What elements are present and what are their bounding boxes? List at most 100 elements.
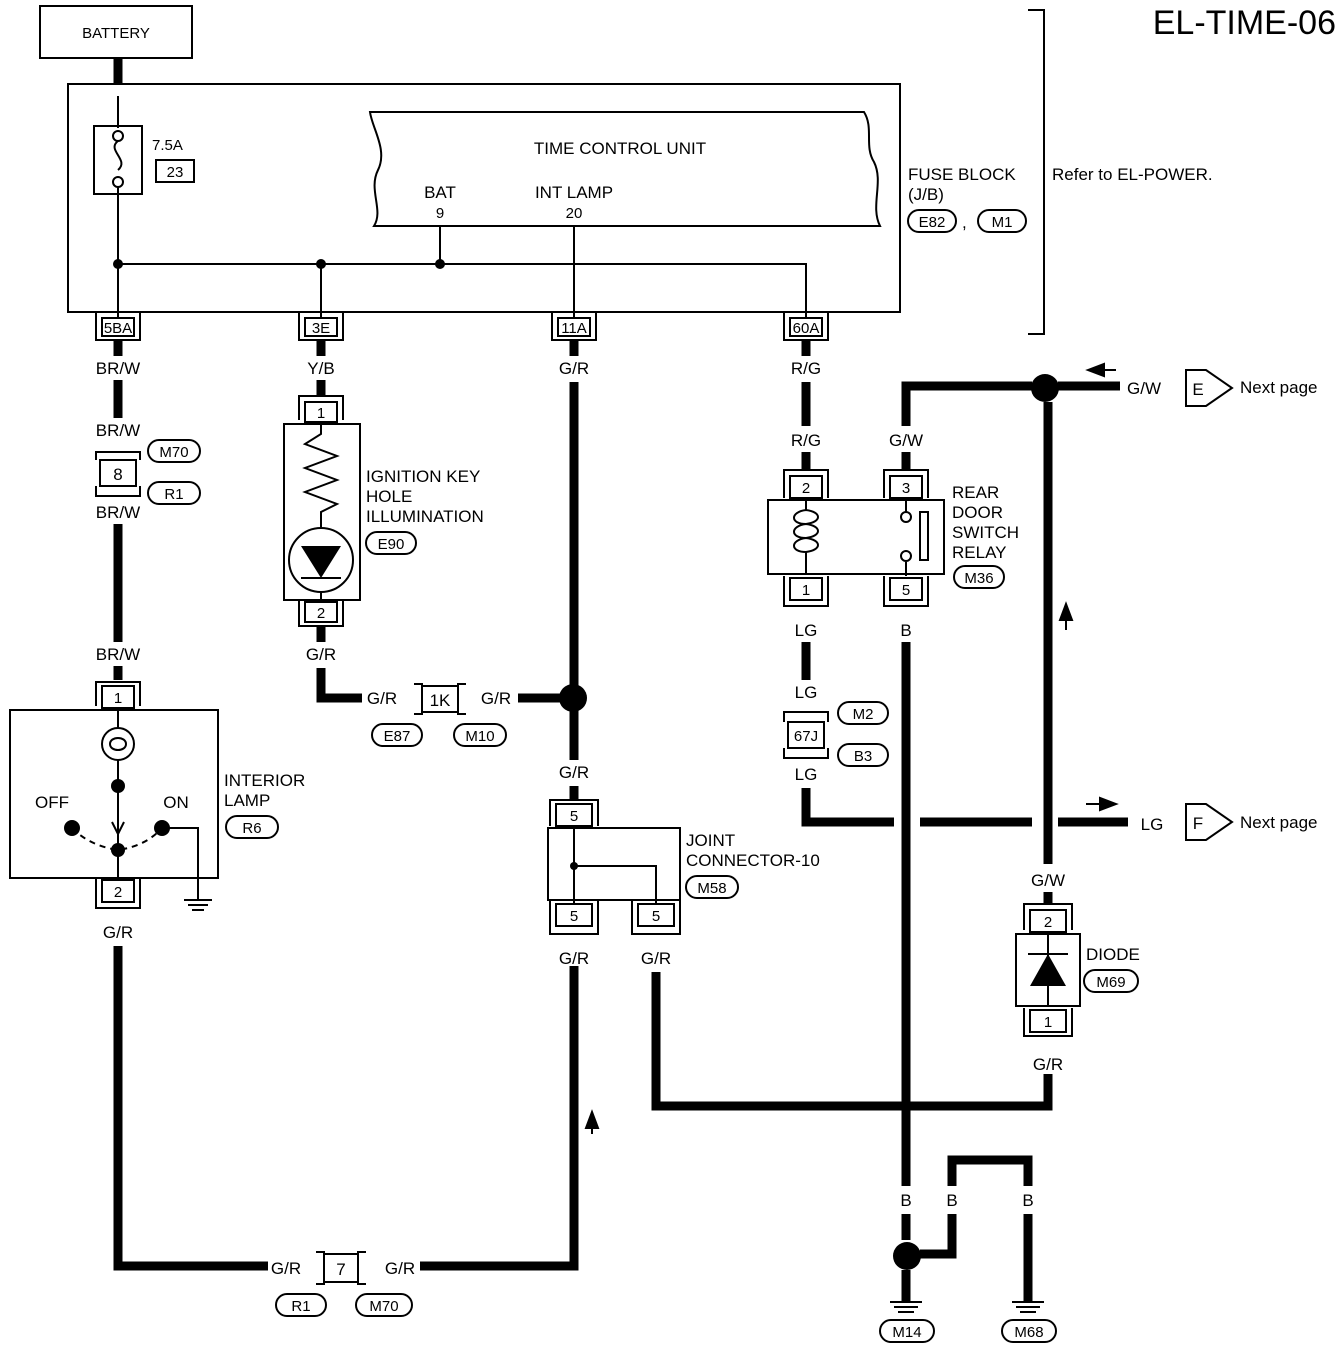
splice-b [893, 1242, 921, 1270]
interior-lamp-label1: INTERIOR [224, 771, 305, 790]
joint-label1: JOINT [686, 831, 735, 850]
splice-gw [1031, 374, 1059, 402]
bus-splice-2 [316, 259, 326, 269]
wire-label-lg-f: LG [1141, 815, 1164, 834]
joint-conn: M58 [697, 880, 726, 897]
svg-text:2: 2 [114, 884, 122, 901]
svg-text:2: 2 [802, 480, 810, 497]
wire-label-rg-1: R/G [791, 359, 821, 378]
refer-el-power: Refer to EL-POWER. [1052, 165, 1213, 184]
flow-arrow-up-1 [584, 1109, 600, 1134]
wire-label-gw-e: G/W [1127, 379, 1161, 398]
wire-label-gr-1ka: G/R [367, 689, 397, 708]
svg-text:3E: 3E [312, 320, 330, 337]
svg-text:67J: 67J [794, 728, 818, 745]
rear-door-switch-relay: 2 3 1 5 [767, 469, 945, 607]
ground-m68-icon [1012, 1301, 1044, 1313]
wire-label-brw-2: BR/W [96, 421, 140, 440]
fuse-block-sep: , [962, 213, 967, 232]
wire-label-b-3: B [1022, 1191, 1033, 1210]
next-page-f: Next page [1240, 813, 1318, 832]
fuse-terminal-bottom [112, 176, 124, 188]
wire-label-lg-1: LG [795, 621, 818, 640]
internal-bus [117, 187, 807, 318]
wire-label-lg-2: LG [795, 683, 818, 702]
battery: BATTERY [39, 5, 193, 59]
wire-label-gr-joint-out1: G/R [559, 949, 589, 968]
svg-text:1K: 1K [430, 691, 451, 710]
diode-m69: 2 1 [1015, 903, 1081, 1037]
joint-label2: CONNECTOR-10 [686, 851, 820, 870]
wire-b-to-splice [901, 1214, 957, 1259]
relay-coil [793, 500, 819, 574]
next-page-e-connector: E [1185, 369, 1234, 407]
wire-gr-ign-2 [316, 668, 362, 703]
wire-label-gr-1kb: G/R [481, 689, 511, 708]
wire-label-b-relay: B [900, 621, 911, 640]
wire-label-b-1: B [900, 1191, 911, 1210]
svg-text:1: 1 [317, 405, 325, 422]
wire-label-gr-joint-out2: G/R [641, 949, 671, 968]
ignition-key-illumination: 1 2 [283, 395, 361, 627]
ground-m68: M68 [1014, 1324, 1043, 1341]
wire-label-gr-7b: G/R [385, 1259, 415, 1278]
diode-label: DIODE [1086, 945, 1140, 964]
diode-conn: M69 [1096, 974, 1125, 991]
wire-label-gr-joint-in: G/R [559, 763, 589, 782]
wire-gr-lamp-bottom [113, 946, 268, 1271]
fuse-number: 23 [167, 164, 184, 181]
svg-text:2: 2 [317, 605, 325, 622]
conn-7-r1: R1 [291, 1298, 310, 1315]
connector-8: 8 [95, 451, 141, 497]
connector-67j: 67J [783, 711, 829, 759]
ground-icon [184, 899, 212, 911]
interior-on: ON [163, 793, 189, 812]
wire-b-ground-link [947, 1155, 1033, 1186]
wire-gr-to-joint [420, 966, 579, 1271]
bus-splice-1 [113, 259, 123, 269]
relay-label1: REAR [952, 483, 999, 502]
relay-label3: SWITCH [952, 523, 1019, 542]
fuse-terminal-top [112, 130, 124, 142]
wire-label-gr-11a: G/R [559, 359, 589, 378]
interior-lamp-conn: R6 [242, 820, 261, 837]
wire-label-gw-relay: G/W [889, 431, 923, 450]
tcu-int-lamp-label: INT LAMP [535, 183, 613, 202]
svg-text:5BA: 5BA [104, 320, 132, 337]
relay-label4: RELAY [952, 543, 1007, 562]
conn-67j-m2: M2 [853, 706, 874, 723]
svg-text:1: 1 [1044, 1014, 1052, 1031]
svg-text:F: F [1193, 814, 1203, 833]
power-bracket [1028, 9, 1045, 335]
connector-1k: 1K [414, 683, 466, 715]
connector-7: 7 [316, 1251, 366, 1285]
fuse-block-box [67, 83, 901, 313]
svg-text:1: 1 [114, 690, 122, 707]
wire-label-yb: Y/B [307, 359, 334, 378]
next-page-f-connector: F [1185, 803, 1234, 841]
conn-67j-b3: B3 [854, 748, 872, 765]
interior-off: OFF [35, 793, 69, 812]
fuse-block-jb: (J/B) [908, 185, 944, 204]
conn-1k-e87: E87 [384, 728, 411, 745]
ign-conn: E90 [378, 536, 405, 553]
svg-text:5: 5 [570, 908, 578, 925]
wire-gr-joint-to-diode [651, 972, 1053, 1111]
tcu-int-lamp-pin: 20 [566, 205, 583, 222]
splice-gr [559, 684, 587, 712]
relay-label2: DOOR [952, 503, 1003, 522]
flow-arrow-up-2 [1058, 601, 1074, 630]
wire-label-brw-4: BR/W [96, 645, 140, 664]
fuse-block-conn-m1: M1 [992, 214, 1013, 231]
tcu-bat-pin: 9 [436, 205, 444, 222]
conn-8-m70: M70 [159, 444, 188, 461]
interior-lamp: 1 OFF ON 2 [9, 681, 219, 911]
ign-label2: HOLE [366, 487, 412, 506]
interior-lamp-label2: LAMP [224, 791, 270, 810]
conn-8-r1: R1 [164, 486, 183, 503]
conn-7-m70: M70 [369, 1298, 398, 1315]
ign-label1: IGNITION KEY [366, 467, 480, 486]
svg-text:5: 5 [652, 908, 660, 925]
svg-text:2: 2 [1044, 914, 1052, 931]
